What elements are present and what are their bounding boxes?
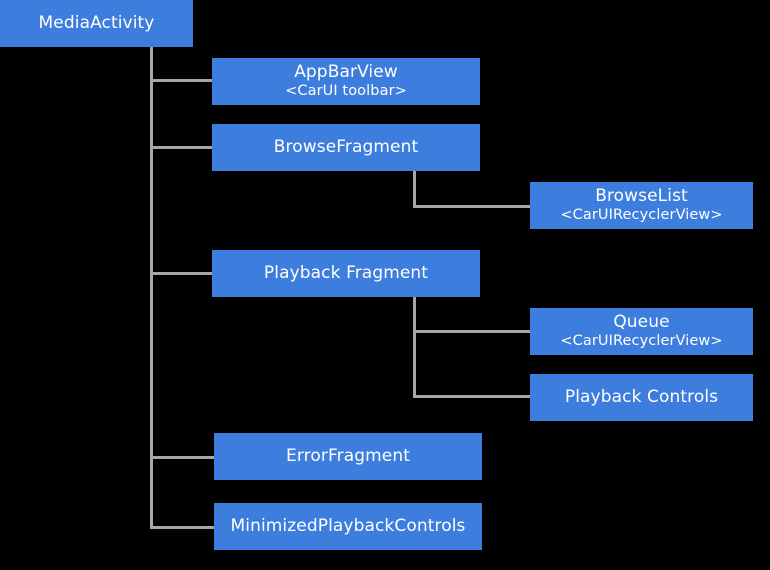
node-app-bar-view[interactable]: AppBarView <CarUI toolbar>	[212, 58, 480, 105]
node-title: Playback Fragment	[263, 262, 429, 283]
edge-playback-fragment-drop	[413, 296, 416, 397]
node-title: MediaActivity	[38, 12, 155, 33]
edge-browse-fragment-to-browse-list	[413, 205, 532, 208]
node-subtitle: <CarUIRecyclerView>	[560, 333, 723, 350]
node-title: MinimizedPlaybackControls	[230, 515, 466, 536]
edge-media-activity-to-minimized-playback-controls	[150, 526, 216, 529]
node-title: AppBarView	[294, 62, 398, 83]
node-error-fragment[interactable]: ErrorFragment	[214, 433, 482, 480]
node-title: Playback Controls	[564, 386, 719, 407]
node-subtitle: <CarUIRecyclerView>	[560, 207, 723, 224]
edge-media-activity-to-error-fragment	[150, 456, 216, 459]
edge-media-activity-to-browse-fragment	[150, 146, 214, 149]
node-media-activity[interactable]: MediaActivity	[0, 0, 193, 47]
node-title: ErrorFragment	[286, 445, 410, 466]
node-title: BrowseFragment	[273, 136, 419, 157]
node-playback-fragment[interactable]: Playback Fragment	[212, 250, 480, 297]
node-queue[interactable]: Queue <CarUIRecyclerView>	[530, 308, 753, 355]
node-subtitle: <CarUI toolbar>	[285, 83, 407, 100]
node-browse-fragment[interactable]: BrowseFragment	[212, 124, 480, 171]
node-playback-controls[interactable]: Playback Controls	[530, 374, 753, 421]
edge-playback-fragment-to-queue	[413, 330, 532, 333]
node-title: BrowseList	[595, 186, 688, 207]
edge-media-activity-to-playback-fragment	[150, 272, 214, 275]
edge-media-activity-to-app-bar-view	[150, 79, 214, 82]
node-minimized-playback-controls[interactable]: MinimizedPlaybackControls	[214, 503, 482, 550]
node-browse-list[interactable]: BrowseList <CarUIRecyclerView>	[530, 182, 753, 229]
edge-playback-fragment-to-playback-controls	[413, 395, 532, 398]
edge-trunk-media-activity	[150, 46, 153, 529]
edge-browse-fragment-drop	[413, 171, 416, 208]
node-title: Queue	[613, 312, 670, 333]
